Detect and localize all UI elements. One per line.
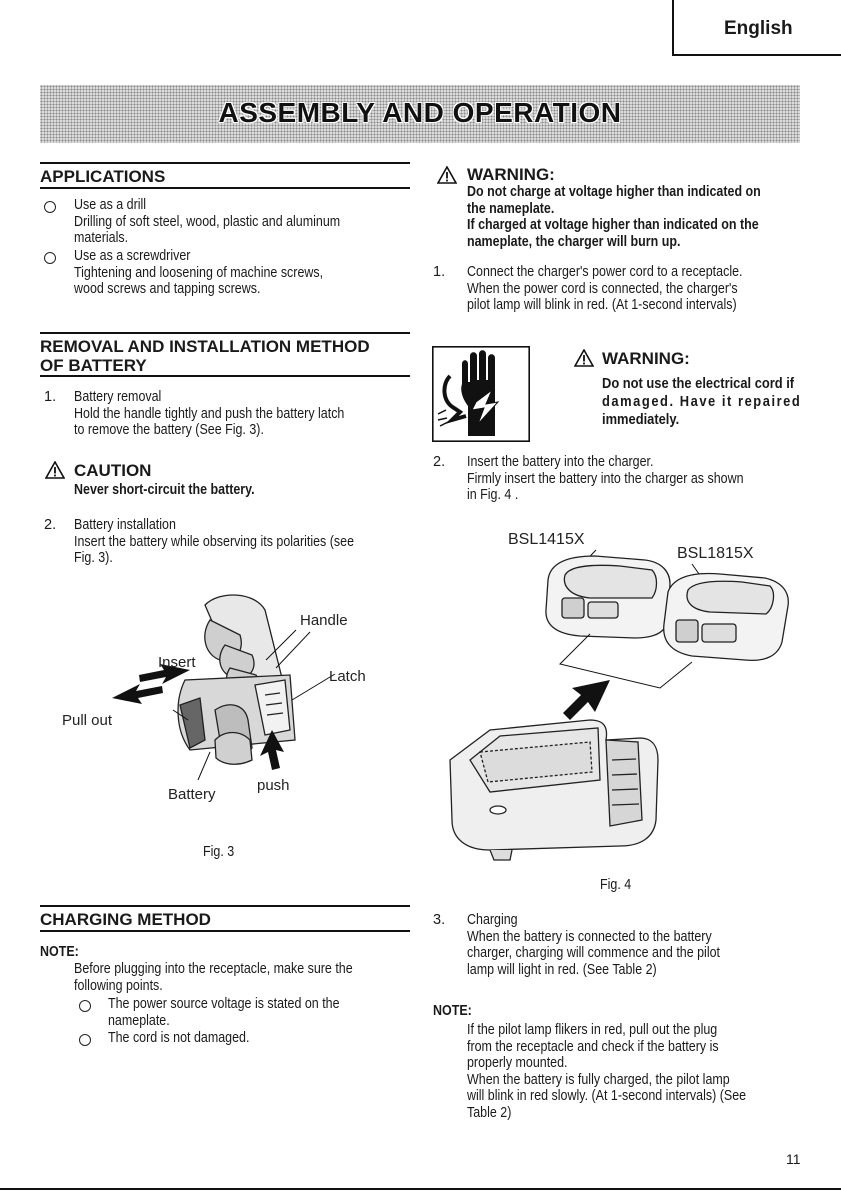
- fig4-label-left: BSL1415X: [508, 531, 585, 548]
- rule-bottom-applications: [40, 187, 410, 189]
- bullet-circle-icon: [79, 1000, 91, 1012]
- page-number: 11: [786, 1151, 801, 1167]
- applications-item-2: Use as a screwdriver Tightening and loos…: [74, 248, 324, 297]
- fig3-label-handle: Handle: [300, 612, 348, 629]
- warning-triangle-icon: [437, 166, 457, 184]
- bullet-circle-icon: [44, 201, 56, 213]
- caution-title: CAUTION: [74, 461, 152, 480]
- fig4-caption: Fig. 4: [600, 877, 632, 893]
- charging-note-text: Before plugging into the receptacle, mak…: [74, 961, 353, 994]
- fig3-illustration: Handle Insert Latch Pull out Battery pus…: [62, 594, 366, 803]
- warning1-text: Do not charge at voltage higher than ind…: [467, 184, 761, 250]
- insert-arrow-icon: [139, 664, 190, 684]
- warning2-text: Do not use the electrical cord if damage…: [602, 375, 802, 428]
- electric-hazard-icon: [432, 346, 530, 442]
- fig4-label-right: BSL1815X: [677, 545, 754, 562]
- insert-step-text: Insert the battery into the charger. Fir…: [467, 454, 744, 503]
- fig3-label-pull-out: Pull out: [62, 712, 113, 729]
- charging-heading: CHARGING METHOD: [40, 910, 211, 929]
- charging-check-2: The cord is not damaged.: [108, 1030, 250, 1046]
- drill-handle-shape: [177, 594, 296, 765]
- note2-text: If the pilot lamp flikers in red, pull o…: [467, 1022, 747, 1121]
- warning-triangle-icon: [574, 349, 594, 367]
- removal-step2: Battery installation Insert the battery …: [74, 517, 355, 566]
- rule-bottom-removal: [40, 375, 410, 377]
- rule-top-applications: [40, 162, 410, 164]
- charging-step-text: Charging When the battery is connected t…: [467, 912, 721, 978]
- rule-bottom-charging: [40, 930, 410, 932]
- rule-top-charging: [40, 905, 410, 907]
- note2-label: NOTE:: [433, 1003, 472, 1019]
- battery-charger: [449, 719, 659, 861]
- insert-direction-arrow-icon: [563, 680, 610, 720]
- battery-bsl1415x: [545, 555, 671, 639]
- section-banner: ASSEMBLY AND OPERATION: [40, 85, 800, 143]
- removal-step2-number: 2.: [44, 517, 57, 533]
- pull-out-arrow-icon: [112, 684, 163, 704]
- battery-bsl1815x: [663, 572, 789, 662]
- removal-step1: Battery removal Hold the handle tightly …: [74, 389, 345, 438]
- fig3-label-insert: Insert: [158, 654, 196, 671]
- connect-step-text: Connect the charger's power cord to a re…: [467, 264, 743, 313]
- removal-step1-number: 1.: [44, 389, 57, 405]
- fig3-caption: Fig. 3: [203, 844, 235, 860]
- warning2-title: WARNING:: [602, 349, 690, 368]
- push-arrow-icon: [260, 730, 284, 770]
- footer-rule: [0, 1188, 841, 1190]
- banner-title: ASSEMBLY AND OPERATION: [218, 97, 622, 128]
- applications-item-1: Use as a drill Drilling of soft steel, w…: [74, 197, 341, 246]
- caution-text: Never short-circuit the battery.: [74, 482, 255, 498]
- fig3-label-latch: Latch: [329, 668, 366, 685]
- note-label: NOTE:: [40, 944, 79, 960]
- charging-check-1: The power source voltage is stated on th…: [108, 996, 340, 1029]
- bullet-circle-icon: [44, 252, 56, 264]
- connect-step-number: 1.: [433, 264, 446, 280]
- applications-heading: APPLICATIONS: [40, 167, 166, 186]
- charging-step-number: 3.: [433, 912, 446, 928]
- bullet-circle-icon: [79, 1034, 91, 1046]
- language-label: English: [724, 18, 793, 39]
- warning1-title: WARNING:: [467, 165, 555, 184]
- removal-heading: REMOVAL AND INSTALLATION METHOD OF BATTE…: [40, 337, 370, 375]
- rule-top-removal: [40, 332, 410, 334]
- fig4-illustration: BSL1415X BSL1815X: [449, 531, 789, 861]
- fig3-label-push: push: [257, 777, 290, 794]
- fig3-label-battery: Battery: [168, 786, 216, 803]
- warning-triangle-icon: [45, 461, 65, 479]
- insert-step-number: 2.: [433, 454, 446, 470]
- language-tab: English: [672, 0, 841, 56]
